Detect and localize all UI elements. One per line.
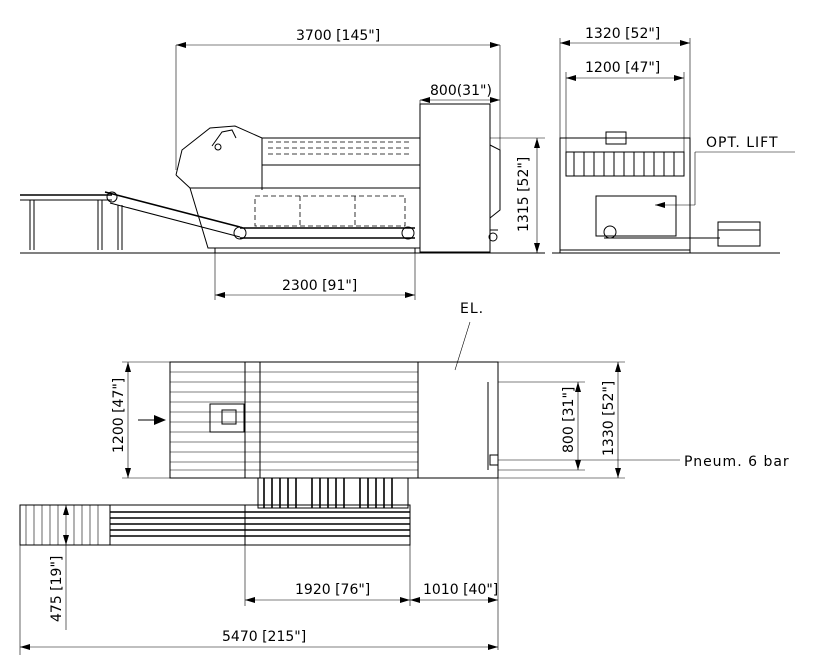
label-opt-lift: OPT. LIFT: [706, 135, 779, 151]
dim-side-base: 2300 [91"]: [282, 278, 357, 294]
side-view: 3700 [145"] 800(31") 1315 [52"] 2300 [91…: [20, 28, 545, 300]
dim-conveyor-width: 475 [19"]: [49, 556, 65, 622]
dim-top-width: 1200 [47"]: [111, 378, 127, 453]
dim-conveyor-offset: 1010 [40"]: [423, 582, 498, 598]
dim-conveyor-len: 1920 [76"]: [295, 582, 370, 598]
label-pneum: Pneum. 6 bar: [684, 454, 790, 470]
end-view: OPT. LIFT 1320 [52"] 1200 [47"]: [552, 26, 795, 254]
side-dimensions: 3700 [145"] 800(31") 1315 [52"] 2300 [91…: [175, 28, 545, 300]
infeed-conveyor-side: [20, 191, 241, 250]
top-view: EL. Pneum. 6 bar: [19, 301, 790, 655]
dim-side-length: 3700 [145"]: [296, 28, 380, 44]
dim-total-length: 5470 [215"]: [222, 629, 306, 645]
main-machine-side: [175, 103, 501, 253]
dim-top-section: 800 [31"]: [561, 387, 577, 453]
dim-side-height: 1315 [52"]: [516, 157, 532, 232]
label-el: EL.: [460, 301, 484, 317]
dim-side-section: 800(31"): [430, 83, 492, 99]
dim-end-width-outer: 1320 [52"]: [585, 26, 660, 42]
dim-top-width-outer: 1330 [52"]: [601, 381, 617, 456]
dim-end-width-inner: 1200 [47"]: [585, 60, 660, 76]
